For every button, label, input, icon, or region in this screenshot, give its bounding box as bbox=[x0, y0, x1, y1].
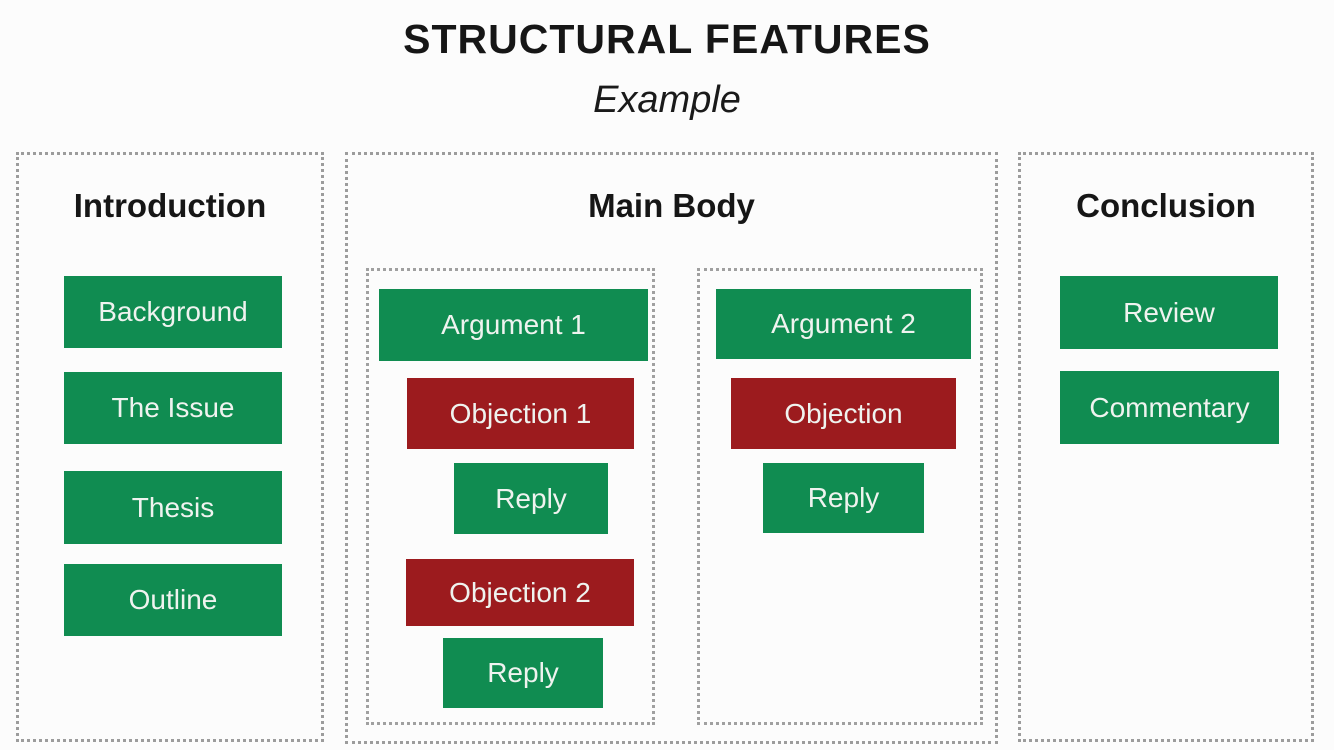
box-argument-2: Argument 2 bbox=[716, 289, 971, 359]
box-objection-2: Objection 2 bbox=[406, 559, 634, 626]
box-argument-1: Argument 1 bbox=[379, 289, 648, 361]
box-objection-1: Objection 1 bbox=[407, 378, 634, 449]
conclusion-heading: Conclusion bbox=[1076, 187, 1256, 224]
argument-1-group: Argument 1 Objection 1 Reply Objection 2… bbox=[366, 268, 655, 725]
box-review: Review bbox=[1060, 276, 1278, 349]
box-reply-2: Reply bbox=[443, 638, 603, 708]
box-thesis: Thesis bbox=[64, 471, 282, 544]
section-introduction: Introduction Background The Issue Thesis… bbox=[16, 152, 324, 742]
box-commentary: Commentary bbox=[1060, 371, 1279, 444]
page-title: STRUCTURAL FEATURES bbox=[403, 16, 931, 62]
page-subtitle: Example bbox=[593, 79, 741, 121]
main-body-heading: Main Body bbox=[588, 187, 755, 224]
section-main-body: Main Body Argument 1 Objection 1 Reply O… bbox=[345, 152, 998, 744]
introduction-heading: Introduction bbox=[73, 187, 267, 224]
argument-2-group: Argument 2 Objection Reply bbox=[697, 268, 983, 725]
section-conclusion: Conclusion Review Commentary bbox=[1018, 152, 1314, 742]
box-reply-1: Reply bbox=[454, 463, 608, 534]
box-outline: Outline bbox=[64, 564, 282, 636]
box-objection: Objection bbox=[731, 378, 956, 449]
box-reply-3: Reply bbox=[763, 463, 924, 533]
box-the-issue: The Issue bbox=[64, 372, 282, 444]
box-background: Background bbox=[64, 276, 282, 348]
